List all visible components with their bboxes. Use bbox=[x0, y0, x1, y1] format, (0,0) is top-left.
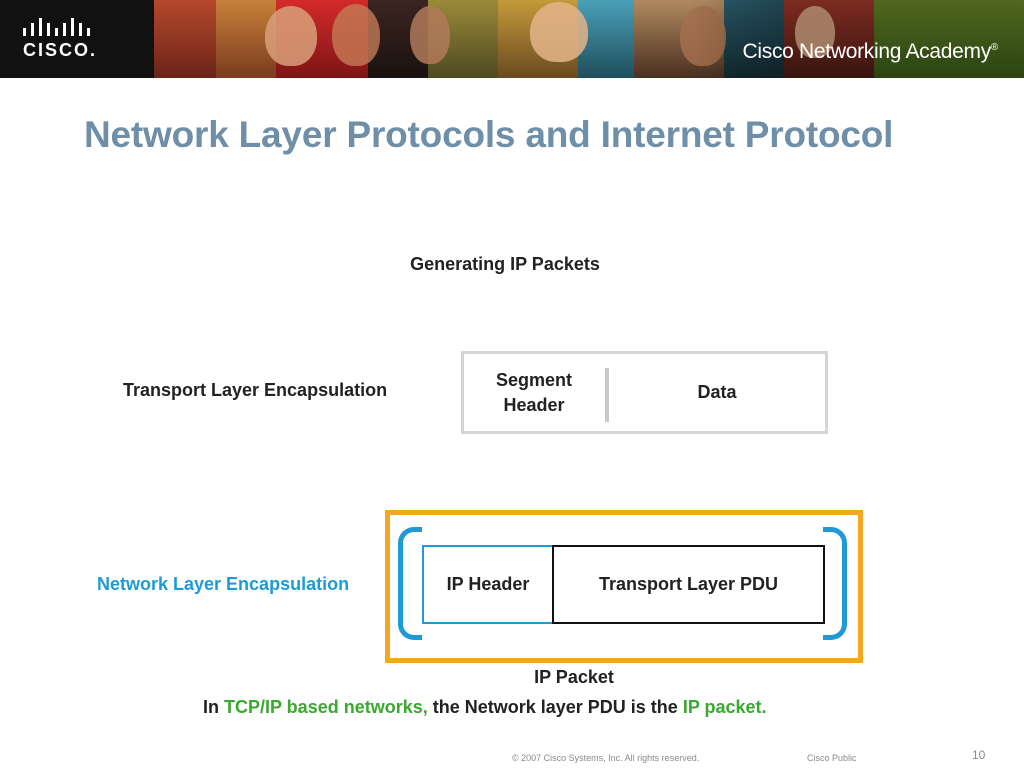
highlight-ip-packet: IP packet. bbox=[682, 697, 767, 717]
transport-pdu-cell: Transport Layer PDU bbox=[552, 545, 825, 624]
network-layer-label: Network Layer Encapsulation bbox=[97, 574, 350, 594]
registered-mark: ® bbox=[990, 42, 998, 53]
header-banner: CISCO. Cisco Networking Academy® bbox=[0, 0, 1024, 78]
segment-header-cell: Segment Header bbox=[495, 369, 573, 415]
academy-title: Cisco Networking Academy® bbox=[742, 40, 999, 63]
segment-data-cell: Data bbox=[697, 382, 737, 402]
slide-title: Network Layer Protocols and Internet Pro… bbox=[84, 114, 894, 155]
cisco-logo: CISCO. bbox=[0, 0, 154, 78]
footer-copyright: © 2007 Cisco Systems, Inc. All rights re… bbox=[512, 753, 700, 763]
cisco-bars-icon bbox=[23, 18, 90, 36]
page-number: 10 bbox=[972, 748, 986, 762]
highlight-tcpip: TCP/IP based networks, bbox=[224, 697, 428, 717]
left-bracket bbox=[398, 527, 422, 640]
diagram-title: Generating IP Packets bbox=[410, 254, 600, 274]
segment-box: Segment Header Data bbox=[461, 351, 828, 434]
right-bracket bbox=[823, 527, 847, 640]
footer-classification: Cisco Public bbox=[807, 753, 857, 763]
ip-packet-caption: IP Packet bbox=[534, 667, 614, 687]
transport-layer-label: Transport Layer Encapsulation bbox=[123, 380, 388, 400]
cisco-logo-text: CISCO. bbox=[23, 40, 98, 60]
summary-sentence: In TCP/IP based networks, the Network la… bbox=[203, 697, 767, 717]
ip-header-cell: IP Header bbox=[422, 545, 554, 624]
segment-divider bbox=[605, 368, 609, 422]
